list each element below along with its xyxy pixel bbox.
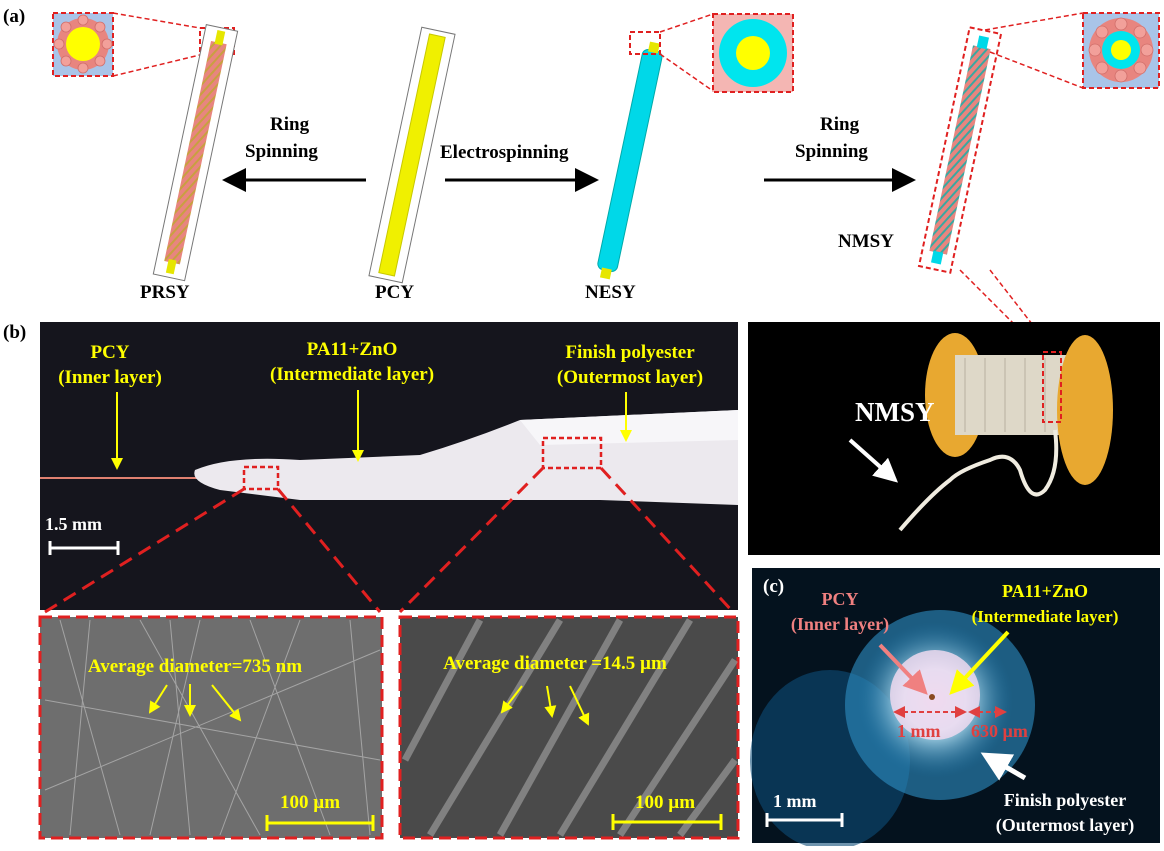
b-label-intermediate-line1: PA11+ZnO <box>307 339 398 360</box>
nmsy-cross-section-inset <box>1082 12 1160 89</box>
prsy-cross-section-inset <box>52 12 114 77</box>
nesy-cross-section-inset <box>712 13 794 93</box>
c-label-inner-line1: PCY <box>822 589 859 609</box>
sem-left-scale-bar <box>265 815 375 831</box>
nmsy-yarn <box>917 26 1003 274</box>
b-label-inner-line1: PCY <box>90 342 129 363</box>
c-scale-bar <box>765 813 844 827</box>
nesy-yarn <box>597 41 663 280</box>
sem-right-arrows <box>500 685 590 726</box>
yarn-label-nmsy: NMSY <box>838 231 894 252</box>
yarn-label-prsy: PRSY <box>140 282 190 303</box>
sem-left-arrows <box>148 684 242 722</box>
process-ring-spinning-right-line2: Spinning <box>795 141 868 162</box>
sem-right-scale-bar <box>611 814 723 830</box>
prsy-yarn <box>152 24 239 282</box>
sem-image-right <box>398 615 740 840</box>
sem-right-caption: Average diameter =14.5 µm <box>443 653 667 674</box>
c-label-inner-line2: (Inner layer) <box>791 614 889 635</box>
panel-label-a: (a) <box>3 6 25 27</box>
sem-left-caption: Average diameter=735 nm <box>88 656 302 677</box>
spool-arrow <box>848 438 898 483</box>
panel-label-b: (b) <box>3 322 26 343</box>
c-core-width-label: 1 mm <box>897 721 941 741</box>
sem-right-scale-label: 100 µm <box>635 792 695 813</box>
yarn-label-pcy: PCY <box>375 282 414 303</box>
process-ring-spinning-left-line2: Spinning <box>245 141 318 162</box>
c-arrow-intermediate <box>949 630 1010 695</box>
yarn-photo <box>40 322 738 610</box>
c-arrow-inner <box>878 643 928 695</box>
b-label-intermediate-line2: (Intermediate layer) <box>270 364 434 385</box>
b-label-outer-line1: Finish polyester <box>565 342 695 363</box>
panel-label-c: (c) <box>763 576 784 597</box>
process-electrospinning: Electrospinning <box>440 142 569 163</box>
sem-image-left <box>38 615 384 840</box>
b-scale-bar <box>48 541 120 555</box>
c-label-outer-line2: (Outermost layer) <box>996 815 1134 836</box>
c-scale-bar-label: 1 mm <box>773 791 817 811</box>
spool-label-nmsy: NMSY <box>855 397 935 427</box>
c-arrow-outer <box>980 752 1027 781</box>
b-label-outer-line2: (Outermost layer) <box>557 367 703 388</box>
spool-photo <box>748 322 1160 555</box>
c-label-outer-line1: Finish polyester <box>1004 790 1127 810</box>
process-ring-spinning-left-line1: Ring <box>270 114 310 135</box>
b-scale-bar-label: 1.5 mm <box>45 514 102 534</box>
b-label-inner-line2: (Inner layer) <box>58 367 162 388</box>
c-label-intermediate-line1: PA11+ZnO <box>1002 581 1088 601</box>
yarn-label-nesy: NESY <box>585 282 636 303</box>
process-ring-spinning-right-line1: Ring <box>820 114 860 135</box>
pcy-yarn <box>368 26 456 284</box>
c-layer-width-label: 630 µm <box>971 721 1028 741</box>
c-label-intermediate-line2: (Intermediate layer) <box>972 607 1119 626</box>
sem-left-scale-label: 100 µm <box>280 792 340 813</box>
